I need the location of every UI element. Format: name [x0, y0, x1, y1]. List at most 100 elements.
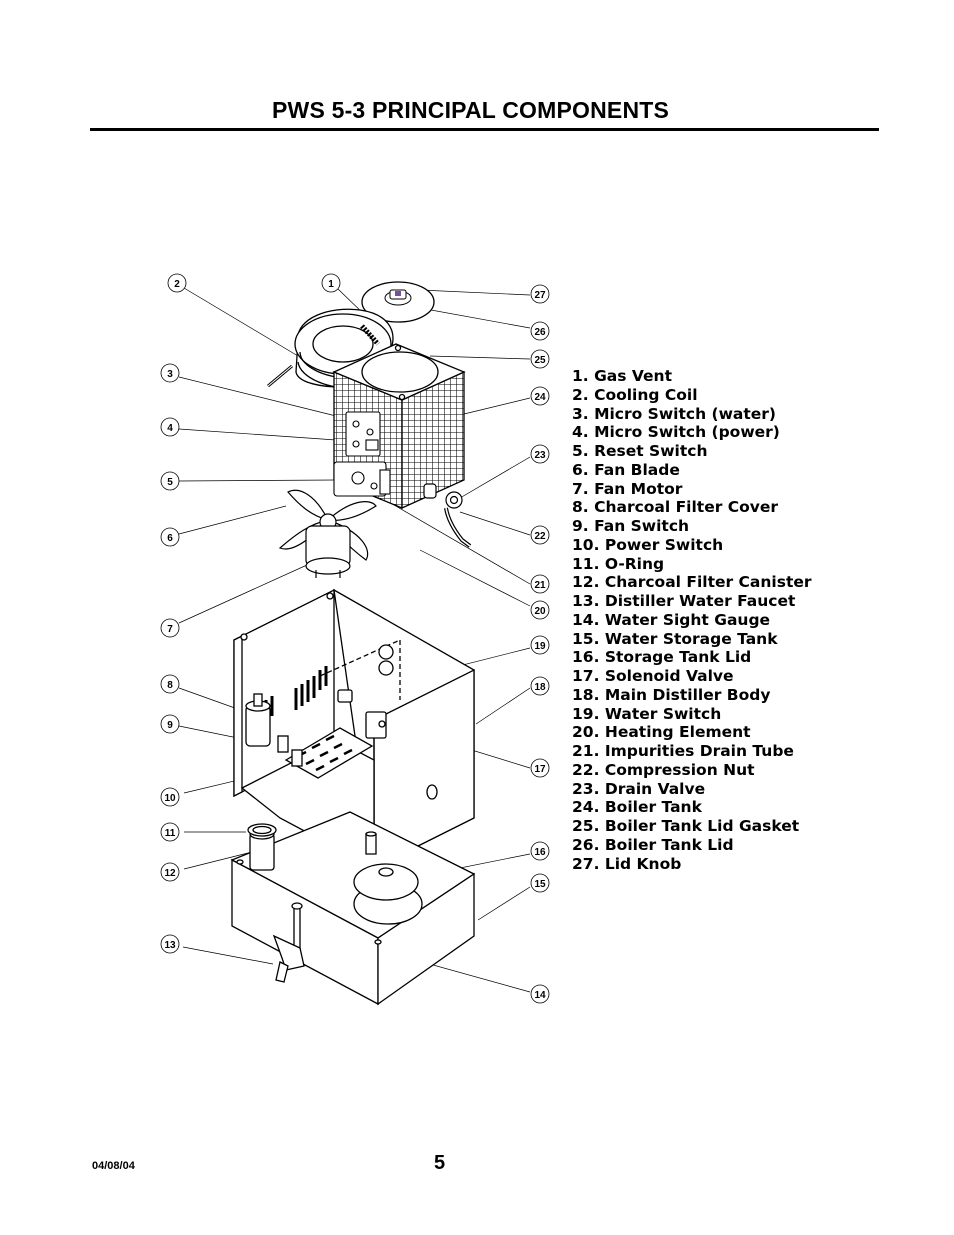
power-switch-part — [291, 749, 303, 767]
component-legend: 1. Gas Vent 2. Cooling Coil 3. Micro Swi… — [572, 367, 812, 873]
legend-item: 16. Storage Tank Lid — [572, 648, 752, 667]
filter-cover-part — [245, 705, 271, 747]
legend-item: 21. Impurities Drain Tube — [572, 742, 794, 760]
callout-17: 17 — [530, 758, 550, 778]
svg-text:16: 16 — [534, 847, 546, 858]
callout-10: 10 — [160, 787, 180, 807]
storage-tank-lid — [353, 863, 419, 901]
callout-7: 7 — [160, 618, 180, 638]
svg-text:6: 6 — [167, 533, 173, 544]
callout-26: 26 — [530, 321, 550, 341]
svg-text:9: 9 — [167, 720, 173, 731]
callout-21: 21 — [530, 574, 550, 594]
callout-4: 4 — [160, 417, 180, 437]
svg-text:22: 22 — [534, 531, 546, 542]
fan-assembly — [278, 489, 377, 578]
svg-text:27: 27 — [534, 290, 546, 301]
legend-item: 24. Boiler Tank — [572, 798, 702, 817]
title-rule — [90, 128, 879, 131]
svg-text:23: 23 — [534, 450, 546, 461]
svg-text:26: 26 — [534, 327, 546, 338]
gas-vent — [360, 324, 380, 346]
legend-item: 23. Drain Valve — [572, 779, 706, 798]
svg-text:19: 19 — [534, 641, 546, 652]
svg-text:2: 2 — [174, 279, 180, 290]
callout-13: 13 — [160, 934, 180, 954]
svg-text:8: 8 — [167, 680, 173, 691]
svg-text:24: 24 — [534, 392, 546, 403]
drain-assembly — [423, 483, 472, 548]
callout-22: 22 — [530, 525, 550, 545]
legend-item: 5. Reset Switch — [572, 442, 708, 460]
legend-item: 2. Cooling Coil — [572, 385, 698, 404]
svg-text:13: 13 — [164, 940, 176, 951]
callout-3: 3 — [160, 363, 180, 383]
callout-6: 6 — [160, 527, 180, 547]
legend-item: 20. Heating Element — [572, 723, 751, 742]
callout-9: 9 — [160, 714, 180, 734]
callout-24: 24 — [530, 386, 550, 406]
legend-item: 9. Fan Switch — [572, 517, 690, 535]
legend-item: 4. Micro Switch (power) — [572, 423, 780, 442]
legend-item: 14. Water Sight Gauge — [572, 610, 771, 629]
svg-text:14: 14 — [534, 990, 546, 1001]
callout-11: 11 — [160, 822, 180, 842]
svg-text:21: 21 — [534, 580, 546, 591]
legend-item: 11. O-Ring — [572, 554, 665, 573]
boiler-tank-lid — [361, 281, 435, 323]
svg-text:12: 12 — [164, 868, 176, 879]
callout-27: 27 — [530, 284, 550, 304]
legend-item: 8. Charcoal Filter Cover — [572, 498, 779, 517]
callout-19: 19 — [530, 635, 550, 655]
legend-item: 19. Water Switch — [572, 704, 722, 723]
page-number: 5 — [434, 1152, 446, 1174]
legend-item: 15. Water Storage Tank — [572, 629, 778, 648]
callout-16: 16 — [530, 841, 550, 861]
callouts: 2 1 3 4 5 6 7 8 9 10 11 12 13 27 26 25 2… — [160, 273, 550, 1004]
svg-text:1: 1 — [328, 279, 334, 290]
legend-item: 1. Gas Vent — [572, 367, 672, 385]
callout-18: 18 — [530, 676, 550, 696]
callout-14: 14 — [530, 984, 550, 1004]
svg-text:4: 4 — [167, 423, 173, 434]
legend-item: 18. Main Distiller Body — [572, 685, 771, 704]
svg-text:17: 17 — [534, 764, 546, 775]
heating-element-plate — [284, 727, 374, 779]
callout-12: 12 — [160, 862, 180, 882]
svg-text:7: 7 — [167, 624, 173, 635]
page-title: PWS 5-3 PRINCIPAL COMPONENTS — [272, 97, 670, 123]
legend-item: 7. Fan Motor — [572, 479, 683, 498]
legend-item: 25. Boiler Tank Lid Gasket — [572, 817, 800, 835]
callout-23: 23 — [530, 444, 550, 464]
callout-20: 20 — [530, 600, 550, 620]
legend-item: 17. Solenoid Valve — [572, 667, 734, 685]
callout-1: 1 — [321, 273, 341, 293]
water-storage-tank — [230, 811, 476, 1006]
callout-5: 5 — [160, 471, 180, 491]
legend-item: 12. Charcoal Filter Canister — [572, 573, 812, 592]
svg-text:25: 25 — [534, 355, 546, 366]
fan-switch-part — [277, 735, 289, 753]
legend-item: 3. Micro Switch (water) — [572, 404, 777, 423]
svg-text:15: 15 — [534, 879, 546, 890]
callout-8: 8 — [160, 674, 180, 694]
legend-item: 10. Power Switch — [572, 535, 724, 554]
svg-text:3: 3 — [167, 369, 173, 380]
svg-text:18: 18 — [534, 682, 546, 693]
legend-item: 27. Lid Knob — [572, 854, 682, 873]
page-date: 04/08/04 — [92, 1160, 135, 1172]
legend-item: 26. Boiler Tank Lid — [572, 835, 734, 854]
callout-2: 2 — [167, 273, 187, 293]
faucet — [272, 934, 305, 971]
svg-text:10: 10 — [164, 793, 176, 804]
svg-text:5: 5 — [167, 477, 173, 488]
svg-text:20: 20 — [534, 606, 546, 617]
main-distiller-body — [233, 588, 475, 870]
switch-bracket — [333, 411, 391, 497]
legend-item: 22. Compression Nut — [572, 760, 755, 779]
legend-item: 6. Fan Blade — [572, 460, 680, 479]
svg-text:11: 11 — [165, 828, 176, 839]
callout-25: 25 — [530, 349, 550, 369]
solenoid-valve — [365, 711, 387, 739]
